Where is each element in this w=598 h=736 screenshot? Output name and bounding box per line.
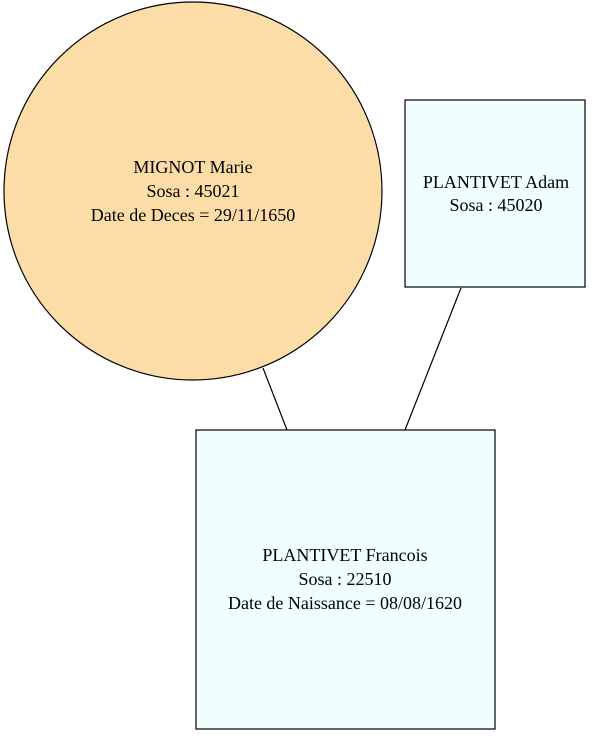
- child-sosa-label: Sosa : 22510: [298, 569, 391, 589]
- edge-father-to-child: [404, 287, 462, 431]
- node-plantivet-adam[interactable]: PLANTIVET Adam Sosa : 45020: [404, 99, 586, 288]
- mother-node-circle: [3, 1, 383, 381]
- node-mignot-marie[interactable]: MIGNOT Marie Sosa : 45021 Date de Deces …: [3, 1, 383, 381]
- child-name-label: PLANTIVET Francois: [262, 545, 427, 565]
- child-event-label: Date de Naissance = 08/08/1620: [228, 593, 462, 613]
- mother-event-label: Date de Deces = 29/11/1650: [91, 205, 295, 225]
- mother-name-label: MIGNOT Marie: [133, 157, 252, 177]
- child-node-box: [195, 429, 496, 730]
- father-name-label: PLANTIVET Adam: [423, 172, 569, 192]
- node-plantivet-francois[interactable]: PLANTIVET Francois Sosa : 22510 Date de …: [195, 429, 496, 730]
- edge-mother-to-child: [262, 367, 288, 431]
- father-node-box: [404, 99, 586, 288]
- father-sosa-label: Sosa : 45020: [449, 195, 542, 215]
- mother-sosa-label: Sosa : 45021: [146, 181, 239, 201]
